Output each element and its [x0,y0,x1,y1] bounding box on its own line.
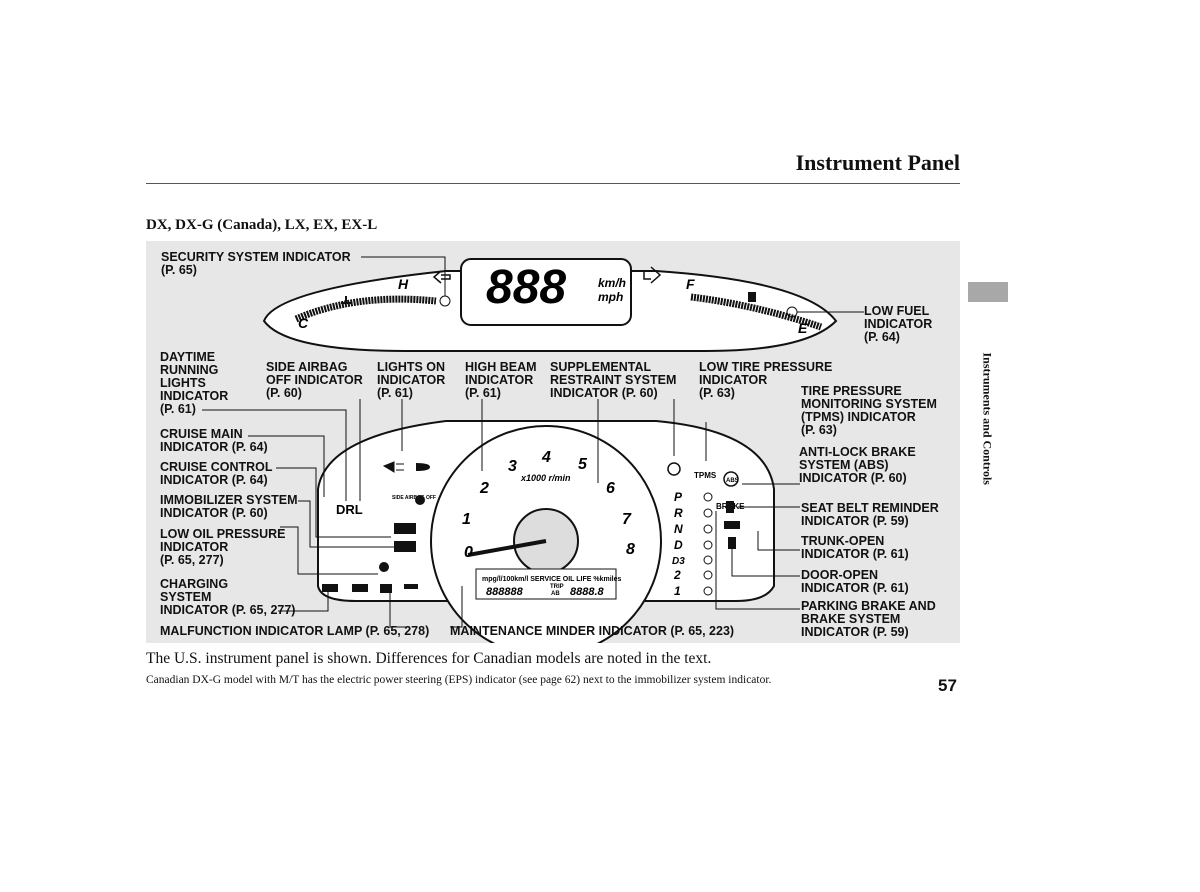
fuel-pump-icon [748,292,756,302]
speed-unit-kmh: km/h [598,276,626,290]
gear-indicator-lights [703,492,713,596]
label-malfunction-lamp: MALFUNCTION INDICATOR LAMP (P. 65, 278) [160,624,430,638]
low-tire-pressure-icon [667,462,681,476]
label-side-airbag-off: SIDE AIRBAG OFF INDICATOR (P. 60) [266,360,363,400]
immobilizer-icon [379,562,389,572]
drl-indicator-text: DRL [336,502,363,517]
low-oil-pressure-icon [322,584,338,592]
trunk-open-icon [724,521,740,529]
temp-cold-label: C [298,315,309,331]
gear-2: 2 [673,568,681,582]
label-low-tire-pressure: LOW TIRE PRESSURE INDICATOR (P. 63) [699,360,833,400]
label-tpms: TIRE PRESSURE MONITORING SYSTEM (TPMS) I… [801,384,937,437]
abs-indicator-icon [723,471,739,487]
label-srs: SUPPLEMENTAL RESTRAINT SYSTEM INDICATOR … [550,360,677,400]
gear-N: N [674,522,683,536]
temp-gauge-bar [294,295,437,323]
info-ab: AB [551,591,560,597]
label-parking-brake: PARKING BRAKE AND BRAKE SYSTEM INDICATOR… [801,599,936,639]
model-subtitle: DX, DX-G (Canada), LX, EX, EX-L [146,217,378,233]
right-turn-arrow-icon [643,266,662,284]
instrument-diagram: 888 km/h mph C H F E 0 1 2 3 4 5 6 7 8 x… [202,256,864,643]
lights-on-icon [382,461,404,473]
info-trip: TRIP [550,584,564,590]
diagram-panel: 888 km/h mph C H F E 0 1 2 3 4 5 6 7 8 x… [146,241,960,643]
tachometer-needle [467,539,547,557]
section-tab [968,282,1008,302]
speed-unit-mph: mph [598,290,623,304]
page-number: 57 [938,676,957,695]
info-header: mpg/l/100km/l SERVICE OIL LIFE %kmiles [482,576,622,583]
label-lights-on: LIGHTS ON INDICATOR (P. 61) [377,360,446,400]
gear-D3: D3 [672,556,685,567]
gear-1: 1 [674,584,681,598]
label-charging-system: CHARGING SYSTEM INDICATOR (P. 65, 277) [160,577,296,617]
high-beam-icon [416,463,430,471]
section-side-label: Instruments and Controls [980,352,995,485]
tach-unit: x1000 r/min [520,473,571,483]
label-maintenance-minder: MAINTENANCE MINDER INDICATOR (P. 65, 223… [450,624,735,638]
tach-num-0: 0 [464,544,473,561]
note-us-panel: The U.S. instrument panel is shown. Diff… [146,650,712,667]
label-high-beam: HIGH BEAM INDICATOR (P. 61) [465,360,537,400]
label-cruise-main: CRUISE MAIN INDICATOR (P. 64) [160,427,268,454]
fuel-empty-label: E [798,320,808,336]
label-cruise-control: CRUISE CONTROL INDICATOR (P. 64) [160,460,273,487]
speed-digits: 888 [486,261,566,314]
label-low-fuel: LOW FUEL INDICATOR (P. 64) [864,304,933,344]
label-low-oil-pressure: LOW OIL PRESSURE INDICATOR (P. 65, 277) [160,527,286,567]
tach-num-4: 4 [541,449,551,466]
note-canadian-eps: Canadian DX-G model with M/T has the ele… [146,674,772,686]
info-digits-left: 888888 [486,586,524,598]
tach-num-6: 6 [606,480,615,497]
seat-belt-icon [726,501,734,513]
label-seat-belt: SEAT BELT REMINDER INDICATOR (P. 59) [801,501,939,528]
info-digits-right: 8888.8 [570,586,605,598]
coolant-temp-icon [341,296,351,304]
gear-D: D [674,538,683,552]
tach-num-3: 3 [508,458,517,475]
label-door-open: DOOR-OPEN INDICATOR (P. 61) [801,568,909,595]
tach-num-8: 8 [626,541,635,558]
label-trunk-open: TRUNK-OPEN INDICATOR (P. 61) [801,534,909,561]
title-rule [146,183,960,184]
cruise-control-icon [394,541,416,552]
gear-P: P [674,490,683,504]
page-title: Instrument Panel [795,150,960,175]
tach-num-7: 7 [622,511,632,528]
maintenance-wrench-icon [404,584,418,589]
tach-num-5: 5 [578,456,588,473]
cruise-main-icon [394,523,416,534]
gear-R: R [674,506,683,520]
label-immobilizer: IMMOBILIZER SYSTEM INDICATOR (P. 60) [160,493,298,520]
malfunction-lamp-icon [380,584,392,593]
label-security-system: SECURITY SYSTEM INDICATOR (P. 65) [161,250,351,277]
srs-indicator-icon [415,495,425,505]
abs-indicator-text: ABS [726,478,739,484]
leader-lines [202,256,864,628]
charging-system-icon [352,584,368,592]
tpms-indicator-text: TPMS [694,471,717,480]
fuel-full-label: F [686,276,695,292]
label-abs: ANTI-LOCK BRAKE SYSTEM (ABS) INDICATOR (… [799,445,916,485]
door-open-icon [728,537,736,549]
bottom-warning-icons [322,584,418,593]
tach-num-2: 2 [479,480,489,497]
security-indicator-icon [439,295,451,307]
label-daytime-running-lights: DAYTIME RUNNING LIGHTS INDICATOR (P. 61) [160,350,229,416]
info-display [475,568,617,600]
fuel-gauge-bar [690,293,823,331]
airbag-off-text: SIDE AIRBAG OFF [392,495,436,501]
tach-num-1: 1 [462,511,471,528]
speedometer-frame [460,258,632,326]
temp-hot-label: H [398,276,409,292]
